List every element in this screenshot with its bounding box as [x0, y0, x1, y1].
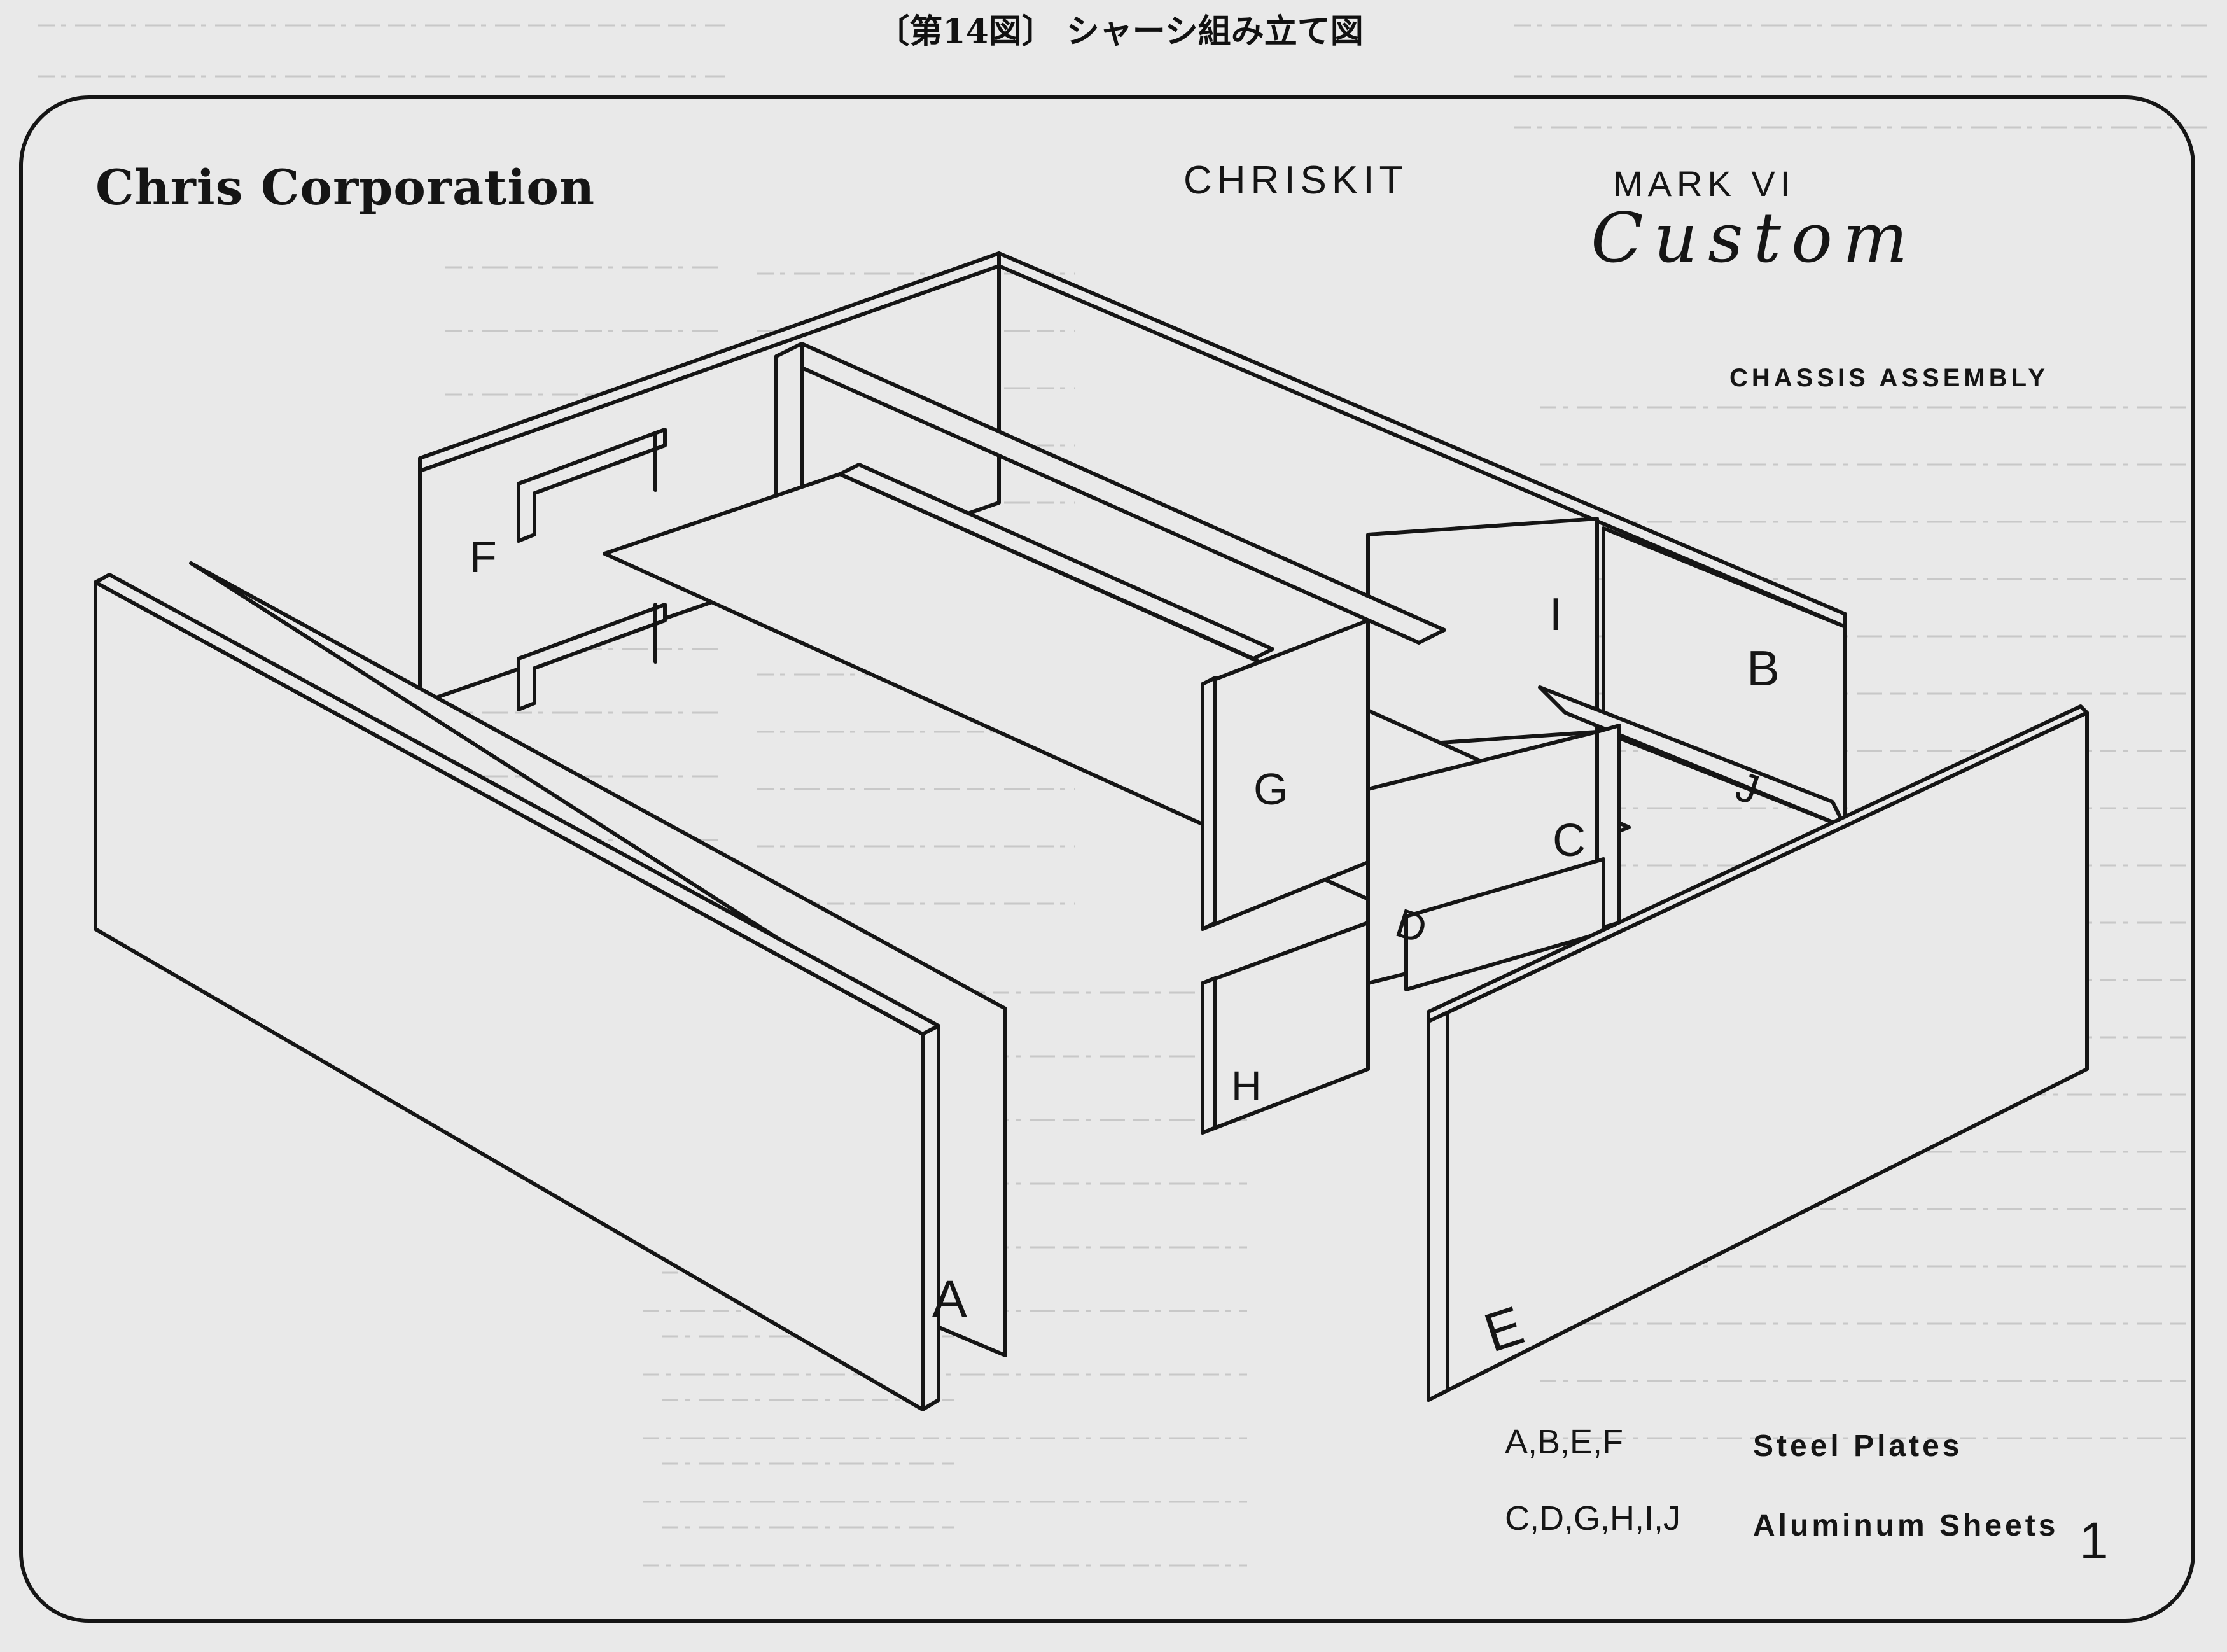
panel-g-edge: [1201, 676, 1217, 931]
panel-a: [94, 580, 925, 1411]
legend-material-aluminum: Aluminum Sheets: [1753, 1509, 2059, 1543]
part-label-f: F: [470, 532, 497, 582]
legend-parts-aluminum: C,D,G,H,I,J: [1505, 1499, 1681, 1537]
legend-parts-steel: A,B,E,F: [1505, 1423, 1624, 1461]
slot-bracket-lower: [517, 603, 667, 711]
part-label-c: C: [1553, 815, 1586, 866]
legend-material-steel: Steel Plates: [1753, 1429, 1963, 1463]
part-label-a: A: [932, 1270, 967, 1328]
diagram-subtitle: CHASSIS ASSEMBLY: [1729, 364, 2049, 392]
panel-f-edge: [418, 264, 1001, 473]
part-label-h: H: [1231, 1062, 1262, 1109]
drawing-frame: [19, 95, 2195, 1623]
panel-e-top-flange: [1427, 704, 2089, 1023]
panel-h: [1201, 921, 1370, 1135]
part-label-b: B: [1747, 640, 1780, 696]
figure-caption: 〔第14図〕 シャーシ組み立て図: [757, 6, 1483, 57]
panel-a-right-edge: [921, 1024, 940, 1411]
part-label-g: G: [1253, 764, 1288, 814]
brand-logo: Chris Corporation: [95, 159, 596, 216]
panel-e-flange: [1427, 1010, 1449, 1402]
panel-h-edge: [1201, 976, 1217, 1135]
model-name: MARK VI: [1613, 164, 1796, 204]
model-script: Custom: [1591, 199, 1918, 278]
page-number: 1: [2079, 1512, 2109, 1570]
rib-d: [838, 463, 1274, 661]
product-name: CHRISKIT: [1183, 158, 1409, 202]
part-label-i: I: [1549, 589, 1563, 640]
